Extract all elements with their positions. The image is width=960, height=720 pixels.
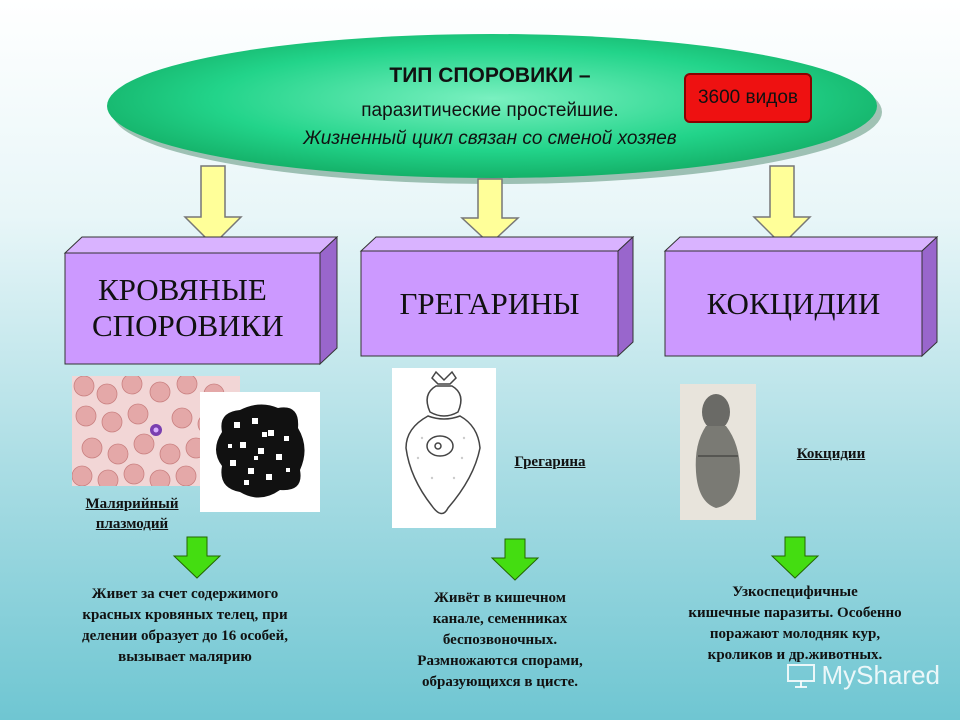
plasmodium-caption: Малярийный плазмодий <box>62 494 202 534</box>
arrow-green-left <box>172 536 222 580</box>
watermark: MyShared <box>786 660 941 691</box>
arrow-down-right <box>752 165 812 247</box>
box-gregarines-label: ГРЕГАРИНЫ <box>361 286 618 322</box>
diagram-subtitle-italic: Жизненный цикл связан со сменой хозяев <box>250 128 730 150</box>
plasmodium-image <box>200 392 320 512</box>
diagram-title: ТИП СПОРОВИКИ – <box>250 64 730 88</box>
coccidia-description: Узкоспецифичные кишечные паразиты. Особе… <box>660 582 930 666</box>
coccidia-caption: Кокцидии <box>776 446 886 463</box>
diagram-subtitle: паразитические простейшие. <box>250 100 730 122</box>
box-coccidia-label: КОКЦИДИИ <box>665 286 922 322</box>
gregarine-caption: Грегарина <box>500 454 600 471</box>
arrow-green-center <box>490 538 540 582</box>
gregarine-image <box>392 368 496 528</box>
gregarine-description: Живёт в кишечном канале, семенниках бесп… <box>380 588 620 693</box>
blood-sporozoa-description: Живет за счет содержимого красных кровян… <box>40 584 330 668</box>
species-count-badge: 3600 видов <box>684 73 812 123</box>
arrow-green-right <box>770 536 820 580</box>
presentation-icon <box>786 663 816 689</box>
box-blood-sporozoa-label: КРОВЯНЫЕ СПОРОВИКИ <box>80 272 300 344</box>
coccidia-image <box>680 384 756 520</box>
arrow-down-left <box>183 165 243 247</box>
